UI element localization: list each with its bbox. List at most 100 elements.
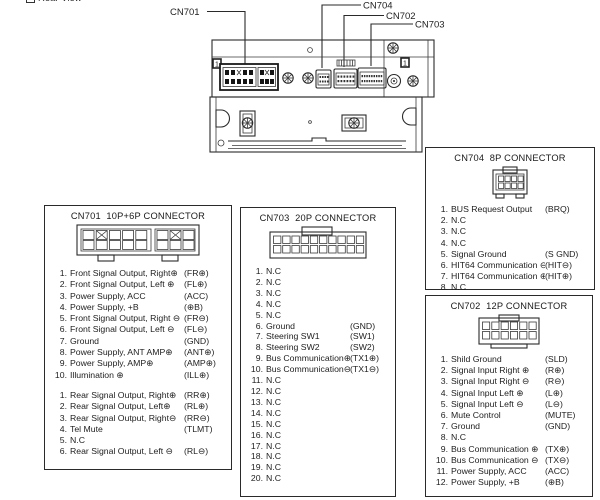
connector-label-cn702: CN702 xyxy=(386,11,416,22)
pin-row: 1.BUS Request Output(BRQ) xyxy=(431,204,589,215)
cn701-pin-list-main: 1.Front Signal Output, Right⊕(FR⊕)2.Fron… xyxy=(50,268,226,381)
cn702-connector-drawing xyxy=(478,314,540,349)
pin-label: N.C xyxy=(70,435,85,446)
pin-code: (RL⊕) xyxy=(184,401,209,412)
pin-row: 5.N.C xyxy=(246,310,390,321)
cn701-connector-drawing xyxy=(76,224,200,262)
pin-label: Signal Input Left ⊖ xyxy=(451,398,524,409)
pin-number: 20. xyxy=(250,473,263,484)
pin-row: 1.N.C xyxy=(246,266,390,277)
connector-label-cn703: CN703 xyxy=(415,20,445,31)
pin-number: 4. xyxy=(59,301,67,312)
pin-number: 2. xyxy=(440,215,448,226)
pin-number: 8. xyxy=(255,342,263,353)
pin-number: 2. xyxy=(59,401,67,412)
pin-code: (FR⊕) xyxy=(184,268,209,278)
cn703-connector-drawing xyxy=(269,226,367,259)
leader-line-cn702 xyxy=(343,14,384,67)
pin-code: (BRQ) xyxy=(545,204,570,214)
pin-number: 14. xyxy=(250,407,263,418)
pin-code: (GND) xyxy=(350,320,376,331)
pin-label: Illumination ⊕ xyxy=(70,369,124,380)
pin-label: Steering SW1 xyxy=(266,331,320,342)
pin-row: 4.N.C xyxy=(246,299,390,310)
pin-label: N.C xyxy=(266,309,281,320)
pin-row: 3.Rear Signal Output, Right⊖(RR⊖) xyxy=(50,413,226,424)
cn704-connector xyxy=(315,69,332,89)
pin-code: (R⊖) xyxy=(545,376,565,387)
pin-number: 2. xyxy=(59,279,67,290)
pin-row: 3.Power Supply, ACC(ACC) xyxy=(50,291,226,302)
pin-number: 6. xyxy=(59,324,67,335)
pin-row: 6.Front Signal Output, Left ⊖ (FL⊖) xyxy=(50,324,226,335)
pin-code: (FL⊖) xyxy=(184,324,208,335)
leader-line-cn703 xyxy=(370,23,413,66)
pin-row: 8.Power Supply, ANT AMP⊕(ANT⊕) xyxy=(50,347,226,358)
screw-icon xyxy=(387,42,399,54)
pin-label: N.C xyxy=(266,287,281,298)
pin-number: 9. xyxy=(255,353,263,364)
pin-label: N.C xyxy=(451,282,466,293)
pin-label: Front Signal Output, Right ⊖ xyxy=(70,313,181,324)
pin-number: 8. xyxy=(59,347,67,358)
pin-label: Front Signal Output, Left ⊖ xyxy=(70,324,175,335)
pin-number: 2. xyxy=(440,365,448,376)
pin-number: 7. xyxy=(59,335,67,346)
pin-code: (SW1) xyxy=(350,331,375,342)
pin-number: 3. xyxy=(255,287,263,298)
cn702-pin-list: 1.Shild Ground(SLD)2.Signal Input Right … xyxy=(431,354,587,488)
pin-label: N.C xyxy=(266,429,281,440)
pin-label: Tel Mute xyxy=(70,423,103,434)
pin-label: Power Supply, AMP⊕ xyxy=(70,358,154,369)
pin-label: N.C xyxy=(451,237,466,248)
connector-label-cn701: CN701 xyxy=(170,7,200,18)
pin-label: N.C xyxy=(266,396,281,407)
pin-label: Ground xyxy=(451,421,480,432)
rear-view-caption: Rear View xyxy=(26,0,82,4)
marking-1-right: 1 xyxy=(400,57,410,68)
pin-row: 11.N.C xyxy=(246,375,390,386)
pin-row: 12.N.C xyxy=(246,386,390,397)
pin-label: Bus Communication ⊖ xyxy=(451,454,539,465)
cn702-pinout-panel: CN702 12P CONNECTOR 1.Shild Ground(SLD)2… xyxy=(425,295,593,497)
pin-label: Signal Input Right ⊕ xyxy=(451,365,530,376)
pin-code: (TX⊕) xyxy=(545,443,570,454)
pin-row: 5.Signal Input Left ⊖(L⊖) xyxy=(431,399,587,410)
pin-row: 5.N.C xyxy=(50,435,226,446)
pin-label: Mute Control xyxy=(451,410,501,421)
pin-number: 11. xyxy=(251,375,263,386)
pin-code: (RR⊕) xyxy=(184,389,210,400)
pin-row: 3.Signal Input Right ⊖(R⊖) xyxy=(431,376,587,387)
pin-number: 6. xyxy=(255,320,263,331)
pin-number: 4. xyxy=(255,298,263,309)
pin-label: Steering SW2 xyxy=(266,342,320,353)
pin-number: 8. xyxy=(440,432,448,443)
pin-row: 7.HIT64 Communication ⊕(HIT⊕) xyxy=(431,271,589,282)
pin-row: 8.Steering SW2(SW2) xyxy=(246,342,390,353)
pin-number: 7. xyxy=(440,271,448,282)
pin-number: 10. xyxy=(250,364,263,375)
pin-label: Rear Signal Output, Right⊕ xyxy=(70,389,177,400)
pin-code: (TX1⊕) xyxy=(350,353,379,364)
cn704-connector-drawing xyxy=(492,166,528,199)
pin-row: 6.HIT64 Communication ⊖(HIT⊖) xyxy=(431,260,589,271)
pin-code: (ACC) xyxy=(545,466,570,477)
head-unit-rear-view-drawing: CN701 CN704 CN702 CN703 1 xyxy=(170,1,445,153)
pin-row: 4.N.C xyxy=(431,238,589,249)
pin-label: N.C xyxy=(266,407,281,418)
pin-code: (TX1⊖) xyxy=(350,364,379,375)
svg-text:1: 1 xyxy=(215,62,219,69)
pin-code: (AMP⊕) xyxy=(184,358,216,369)
pin-row: 20.N.C xyxy=(246,473,390,484)
pin-number: 9. xyxy=(59,358,67,369)
pin-label: HIT64 Communication ⊖ xyxy=(451,260,545,271)
pin-row: 10.Bus Communication⊖(TX1⊖) xyxy=(246,364,390,375)
pin-number: 18. xyxy=(250,451,263,462)
pin-number: 3. xyxy=(440,376,448,387)
cn702-connector xyxy=(333,68,358,89)
pin-label: Rear Signal Output, Right⊖ xyxy=(70,412,177,423)
pin-number: 1. xyxy=(440,204,448,214)
pin-row: 14.N.C xyxy=(246,408,390,419)
